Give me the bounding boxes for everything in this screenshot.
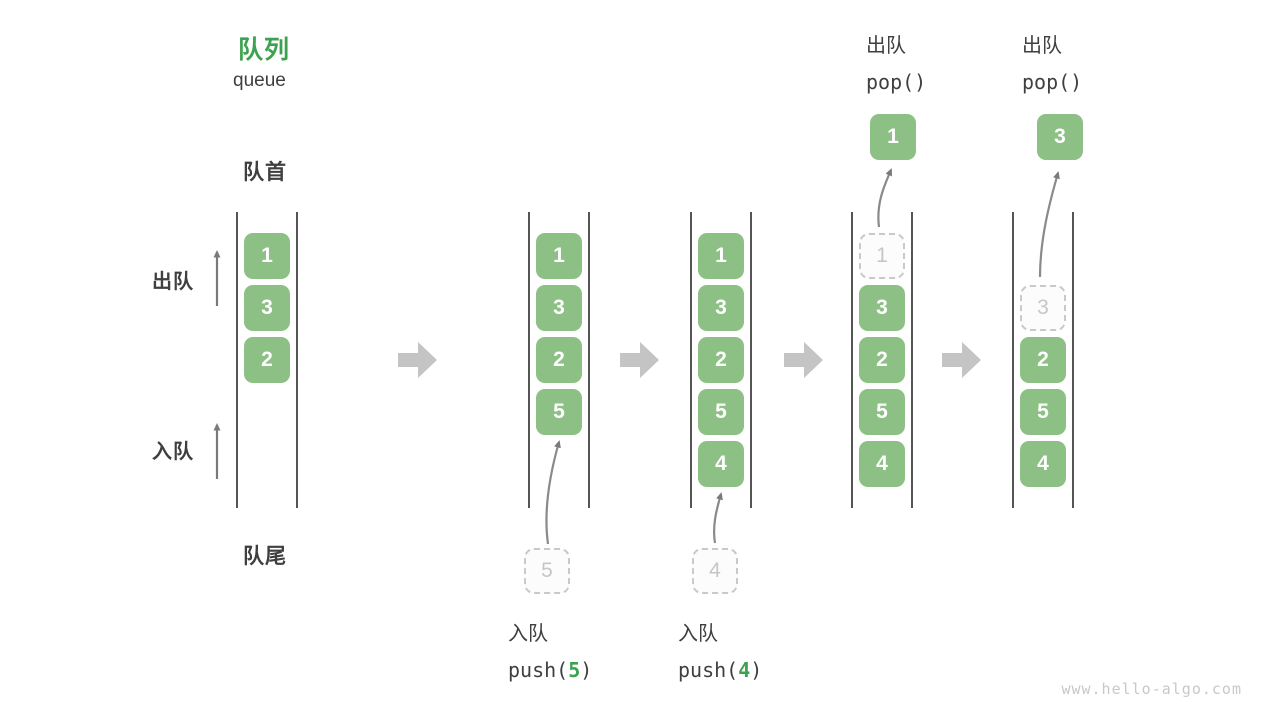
ghost-box: 1 <box>859 233 905 279</box>
queue-box: 5 <box>698 389 744 435</box>
queue-box: 5 <box>536 389 582 435</box>
queue-box: 1 <box>244 233 290 279</box>
push-op-code: push(4) <box>678 658 763 682</box>
queue-box: 4 <box>1020 441 1066 487</box>
queue-box: 3 <box>244 285 290 331</box>
pop-op-label: 出队 pop() <box>1022 28 1082 100</box>
push-arg: 4 <box>738 658 751 682</box>
queue-box: 3 <box>698 285 744 331</box>
queue-box: 3 <box>536 285 582 331</box>
pop-op-name: 出队 <box>1022 35 1062 57</box>
enqueue-direction-label: 入队 <box>152 441 194 463</box>
queue-box: 2 <box>1020 337 1066 383</box>
page-subtitle: queue <box>233 70 286 91</box>
flow-arrow-icon <box>398 342 981 378</box>
pop-arrow-icon <box>877 168 893 228</box>
queue-box: 2 <box>536 337 582 383</box>
queue-box: 5 <box>1020 389 1066 435</box>
queue-box: 2 <box>698 337 744 383</box>
push-op-label: 入队 push(5) <box>508 616 592 688</box>
dequeue-direction-label: 出队 <box>152 271 194 293</box>
push-op-name: 入队 <box>678 623 718 645</box>
pop-op-label: 出队 pop() <box>866 28 926 100</box>
queue-box: 3 <box>859 285 905 331</box>
queue-box: 5 <box>859 389 905 435</box>
queue-rear-label: 队尾 <box>243 545 287 568</box>
queue-box: 4 <box>698 441 744 487</box>
queue-box: 1 <box>536 233 582 279</box>
queue-box: 4 <box>859 441 905 487</box>
queue-column-5: 3 2 5 4 <box>1012 212 1074 508</box>
queue-column-1: 1 3 2 <box>236 212 298 508</box>
pop-op-name: 出队 <box>866 35 906 57</box>
queue-front-label: 队首 <box>243 161 287 184</box>
queue-column-4: 1 3 2 5 4 <box>851 212 913 508</box>
queue-box: 2 <box>244 337 290 383</box>
staged-box: 4 <box>692 548 738 594</box>
pop-arrow-icon <box>1038 171 1060 278</box>
push-arrow-icon <box>545 440 561 545</box>
push-arg: 5 <box>568 658 581 682</box>
queue-box: 2 <box>859 337 905 383</box>
popped-box: 3 <box>1037 114 1083 160</box>
watermark: www.hello-algo.com <box>1061 680 1242 698</box>
push-op-label: 入队 push(4) <box>678 616 762 688</box>
pop-op-code: pop() <box>1022 70 1083 94</box>
push-op-name: 入队 <box>508 623 548 645</box>
pop-op-code: pop() <box>866 70 927 94</box>
queue-column-2: 1 3 2 5 <box>528 212 590 508</box>
queue-box: 1 <box>698 233 744 279</box>
ghost-box: 3 <box>1020 285 1066 331</box>
push-op-code: push(5) <box>508 658 593 682</box>
page-title: 队列 <box>238 36 291 64</box>
push-arrow-icon <box>713 492 723 544</box>
staged-box: 5 <box>524 548 570 594</box>
popped-box: 1 <box>870 114 916 160</box>
queue-column-3: 1 3 2 5 4 <box>690 212 752 508</box>
